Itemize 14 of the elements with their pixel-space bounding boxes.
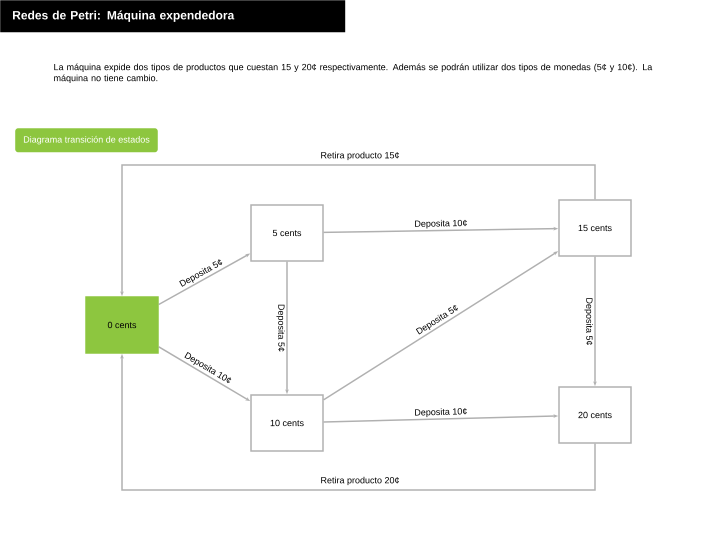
- edge-label: Deposita 5¢: [276, 304, 285, 352]
- section-tag: Diagrama transición de estados: [15, 128, 158, 152]
- state-box: 15 cents: [558, 199, 632, 257]
- edge-label: Deposita 10¢: [414, 408, 467, 418]
- state-box: 20 cents: [558, 386, 632, 444]
- description-text: La máquina expide dos tipos de productos que cuestan 15 y 20¢ respectivamente. Además se podrán utilizar dos tipos de monedas (5¢ y 10¢). La máquina no tiene cambio.: [54, 64, 652, 84]
- edge-label: Deposita 10¢: [415, 220, 467, 229]
- edge-label: Retira producto 20¢: [319, 476, 401, 486]
- edge-label: Deposita 5¢: [584, 298, 593, 345]
- title-bar: Redes de Petri: Máquina expendedora: [0, 0, 346, 32]
- state-box: 5 cents: [250, 204, 324, 262]
- state-box: 0 cents: [85, 296, 159, 354]
- edge-label: Retira producto 15¢: [319, 150, 401, 162]
- state-box: 10 cents: [250, 394, 324, 452]
